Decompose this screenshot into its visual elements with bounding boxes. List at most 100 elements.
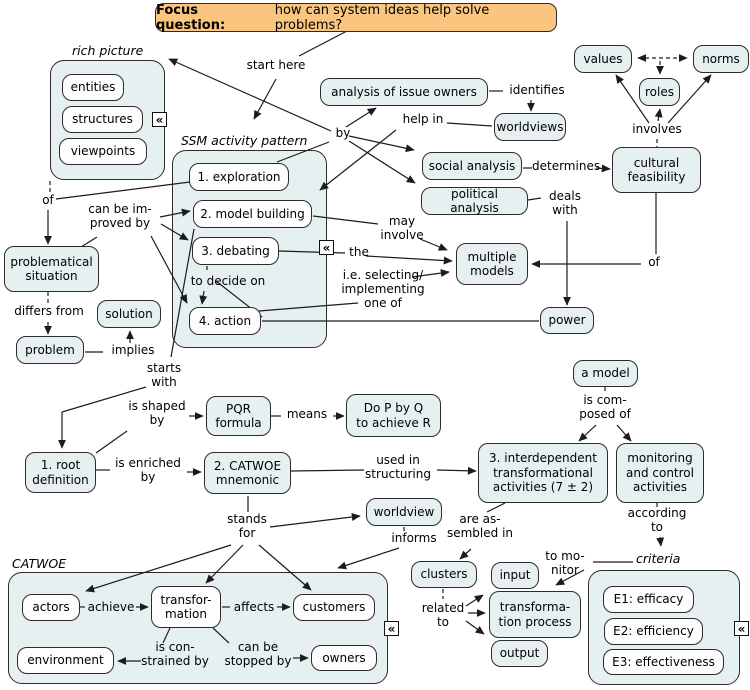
node-monitoring-activities[interactable]: monitoring and control activities [616,443,704,503]
link-label-may-involve[interactable]: may involve [380,214,424,243]
link-implies [85,330,134,353]
link-label-determines[interactable]: determines [532,159,601,173]
link-label-used-in-structuring[interactable]: used in structuring [365,453,431,482]
node-customers[interactable]: customers [293,594,375,621]
node-values[interactable]: values [574,45,632,73]
node-political-analysis[interactable]: political analysis [421,187,528,215]
link-ie-selecting [258,269,450,312]
node-catwoe-mnemonic[interactable]: 2. CATWOE mnemonic [204,452,291,494]
link-label-achieve[interactable]: achieve [87,600,135,614]
link-label-is-shaped-by[interactable]: is shaped by [128,399,186,428]
link-label-to-monitor[interactable]: to mo- nitor [545,549,585,578]
focus-question-node[interactable]: Focus question: how can system ideas hel… [155,2,557,33]
link-label-ie-selecting[interactable]: i.e. selecting/ implementing one of [341,268,425,311]
link-label-involves[interactable]: involves [632,122,682,136]
link-label-start-here[interactable]: start here [246,58,306,72]
link-label-can-be-improved[interactable]: can be im- proved by [88,202,152,231]
link-to-monitor [555,561,633,586]
link-label-of-cultural[interactable]: of [648,255,660,269]
node-multiple-models[interactable]: multiple models [456,243,528,285]
link-label-by[interactable]: by [335,126,351,140]
node-root-definition[interactable]: 1. root definition [25,452,96,493]
link-label-of-exploration[interactable]: of [42,193,54,207]
node-problematical-situation[interactable]: problematical situation [4,246,99,292]
node-transformational-activities[interactable]: 3. interdependent transformational activ… [478,443,608,503]
collapse-icon[interactable]: « [734,621,749,636]
node-e1-efficacy[interactable]: E1: efficacy [603,586,694,613]
criteria-container-label: criteria [636,551,681,566]
node-transformation[interactable]: transfor- mation [151,586,221,628]
node-exploration[interactable]: 1. exploration [189,163,289,191]
rich-picture-container-label: rich picture [72,43,144,58]
link-label-is-composed-of[interactable]: is com- posed of [579,393,631,422]
link-can-be-improved [80,208,191,304]
link-label-implies[interactable]: implies [111,343,155,357]
node-e3-effectiveness[interactable]: E3: effectiveness [603,649,724,675]
link-related-to [442,589,486,635]
node-norms[interactable]: norms [693,45,749,73]
node-worldviews[interactable]: worldviews [494,113,566,141]
link-label-identifies[interactable]: identifies [509,83,565,97]
node-action[interactable]: 4. action [189,307,261,335]
node-output[interactable]: output [491,640,548,667]
link-label-starts-with[interactable]: starts with [146,361,182,390]
collapse-icon[interactable]: « [384,621,399,636]
node-transformation-process[interactable]: transforma- tion process [489,591,581,638]
node-do-p-by-q[interactable]: Do P by Q to achieve R [346,394,441,437]
link-label-related-to[interactable]: related to [421,601,465,630]
node-cultural-feasibility[interactable]: cultural feasibility [612,147,701,193]
link-label-can-be-stopped-by[interactable]: can be stopped by [224,640,292,669]
node-a-model[interactable]: a model [573,360,638,387]
link-label-stands-for[interactable]: stands for [227,512,267,541]
link-label-to-decide-on[interactable]: to decide on [190,274,266,288]
focus-question-text: how can system ideas help solve problems… [274,2,490,33]
link-is-composed-of [578,387,632,442]
link-label-are-assembled-in[interactable]: are as- sembled in [446,512,514,541]
link-label-deals-with[interactable]: deals with [549,189,581,218]
link-of-exploration [44,181,191,245]
node-roles[interactable]: roles [639,78,680,106]
link-values-norms-roles [637,54,688,75]
link-identifies [489,90,535,112]
link-by [168,58,416,184]
focus-question-prefix: Focus question: [156,2,226,33]
node-pqr-formula[interactable]: PQR formula [206,396,271,436]
link-label-means[interactable]: means [286,407,328,421]
link-is-shaped-by [95,412,204,454]
link-label-affects[interactable]: affects [233,600,275,614]
collapse-icon[interactable]: « [319,240,334,255]
node-worldview[interactable]: worldview [366,498,442,526]
node-debating[interactable]: 3. debating [192,237,279,265]
link-used-in-structuring [290,466,477,475]
node-entities[interactable]: entities [62,74,124,101]
node-input[interactable]: input [491,562,539,589]
node-actors[interactable]: actors [22,594,80,621]
node-owners[interactable]: owners [311,645,377,671]
link-help-in [319,122,493,191]
link-label-is-enriched-by[interactable]: is enriched by [115,456,181,485]
node-power[interactable]: power [540,307,594,334]
link-label-is-constrained-by[interactable]: is con- strained by [141,640,209,669]
collapse-icon[interactable]: « [152,112,167,127]
link-label-the[interactable]: the [349,245,369,259]
link-label-informs[interactable]: informs [391,531,437,545]
link-catwoe-internal [80,603,309,665]
node-environment[interactable]: environment [17,647,114,674]
ssm-container-label: SSM activity pattern [181,133,308,148]
node-model-building[interactable]: 2. model building [193,200,312,228]
node-e2-efficiency[interactable]: E2: efficiency [604,618,703,645]
node-clusters[interactable]: clusters [411,561,477,588]
link-is-enriched-by [96,468,202,476]
node-solution[interactable]: solution [97,300,161,328]
link-label-differs-from[interactable]: differs from [14,304,84,318]
link-label-help-in[interactable]: help in [402,112,444,126]
node-analysis-of-issue-owners[interactable]: analysis of issue owners [320,78,488,106]
node-problem[interactable]: problem [16,336,84,364]
node-structures[interactable]: structures [62,106,143,133]
node-viewpoints[interactable]: viewpoints [59,138,147,165]
node-social-analysis[interactable]: social analysis [422,152,522,180]
link-label-according-to[interactable]: according to [627,506,687,535]
link-according-to [656,503,665,547]
